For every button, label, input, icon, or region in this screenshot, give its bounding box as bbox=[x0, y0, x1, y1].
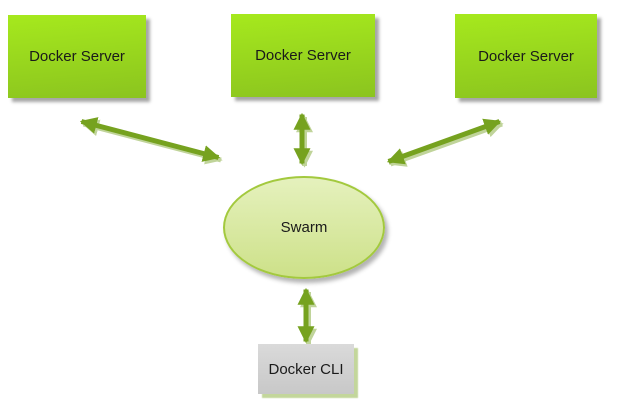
node-docker-server-3-label: Docker Server bbox=[478, 47, 574, 65]
node-docker-server-2: Docker Server bbox=[231, 14, 375, 97]
node-swarm-label: Swarm bbox=[280, 219, 328, 236]
node-swarm: Swarm bbox=[223, 176, 385, 279]
node-docker-cli: Docker CLI bbox=[258, 344, 354, 394]
node-docker-server-1-label: Docker Server bbox=[29, 48, 125, 65]
arrow-server1-swarm bbox=[79, 117, 221, 162]
node-docker-server-2-label: Docker Server bbox=[255, 47, 351, 64]
node-docker-server-1: Docker Server bbox=[8, 15, 146, 98]
node-docker-server-3: Docker Server bbox=[455, 14, 597, 98]
arrow-server3-swarm bbox=[386, 118, 502, 165]
arrow-shadow-server3-swarm bbox=[388, 121, 504, 167]
node-docker-cli-label: Docker CLI bbox=[268, 360, 344, 378]
arrow-shadow-server1-swarm bbox=[81, 119, 223, 165]
